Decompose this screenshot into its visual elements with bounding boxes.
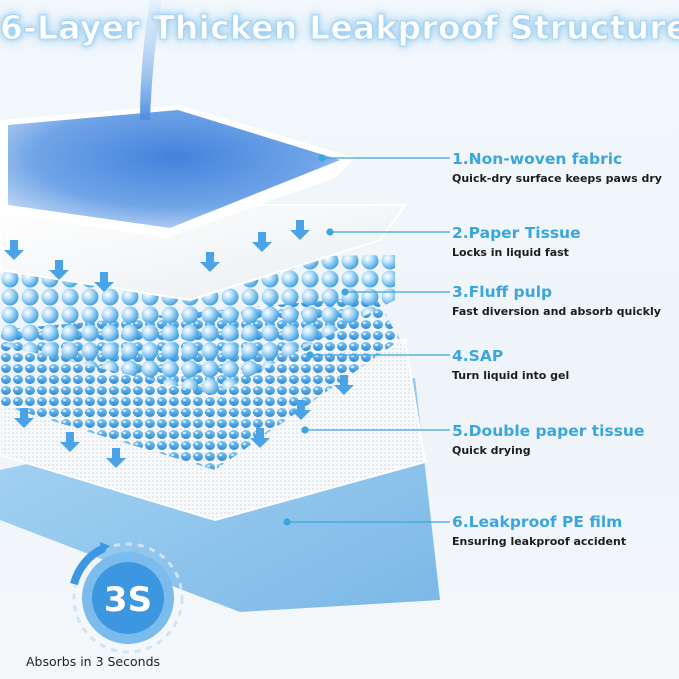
layer-description: Locks in liquid fast — [452, 246, 569, 259]
layer-heading: 1.Non-woven fabric — [452, 150, 623, 168]
layer-description: Quick drying — [452, 444, 531, 457]
layer-label-4: 4.SAP Turn liquid into gel — [452, 347, 569, 382]
timer-badge-value: 3S — [104, 580, 152, 620]
layer-description: Ensuring leakproof accident — [452, 535, 627, 548]
layer-heading: 2.Paper Tissue — [452, 224, 581, 242]
flow-arrows — [4, 220, 354, 468]
layer-heading: 4.SAP — [452, 347, 504, 365]
layer-label-1: 1.Non-woven fabric Quick-dry surface kee… — [452, 150, 662, 185]
layer-description: Fast diversion and absorb quickly — [452, 305, 661, 318]
timer-badge-caption: Absorbs in 3 Seconds — [26, 654, 161, 669]
layer-heading: 6.Leakproof PE film — [452, 513, 623, 531]
layer-heading: 3.Fluff pulp — [452, 283, 553, 301]
water-splash — [8, 110, 340, 228]
layer-label-5: 5.Double paper tissue Quick drying — [452, 422, 644, 457]
layer-description: Quick-dry surface keeps paws dry — [452, 172, 662, 185]
timer-badge: 3S — [70, 542, 184, 654]
leader-lines — [283, 154, 450, 526]
page-title: 6-Layer Thicken Leakproof Structure — [0, 8, 679, 48]
layer-description: Turn liquid into gel — [452, 369, 570, 382]
layer-label-2: 2.Paper Tissue Locks in liquid fast — [452, 224, 581, 259]
layer-label-6: 6.Leakproof PE film Ensuring leakproof a… — [452, 513, 626, 548]
layer-heading: 5.Double paper tissue — [452, 422, 645, 440]
water-stream — [140, 0, 162, 120]
layer-label-3: 3.Fluff pulp Fast diversion and absorb q… — [452, 283, 661, 318]
fluff-pulp-layer — [0, 255, 395, 395]
